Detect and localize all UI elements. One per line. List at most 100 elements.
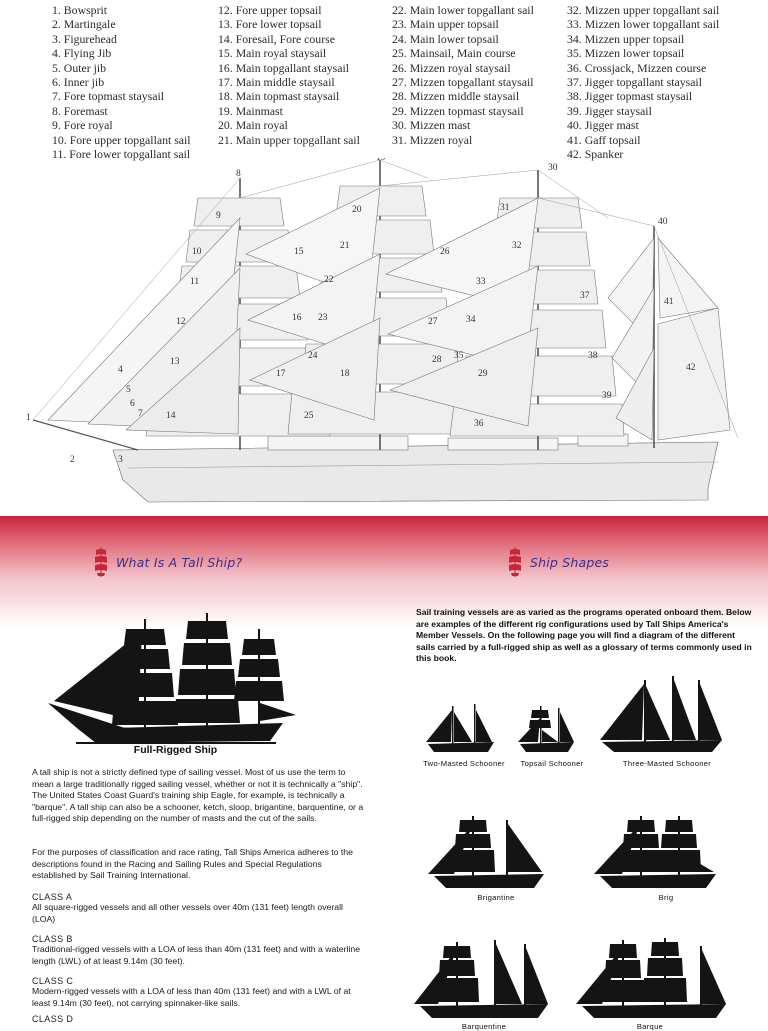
intro-page: What Is A Tall Ship? Ship Shapes: [0, 516, 768, 1031]
sail-number: 25: [304, 411, 314, 421]
sail-number: 21: [340, 241, 350, 251]
class-b-desc: Traditional-rigged vessels with a LOA of…: [32, 944, 361, 966]
legend-entry: 33. Mizzen lower topgallant sail: [567, 17, 720, 32]
intro-paragraph: A tall ship is not a strictly defined ty…: [32, 767, 364, 824]
sail-number: 8: [236, 169, 241, 179]
class-b-title: CLASS B: [32, 934, 73, 944]
sail-number: 41: [664, 297, 674, 307]
legend-entry: 41. Gaff topsail: [567, 132, 641, 147]
sail-number: 33: [476, 277, 486, 287]
legend-entry: 3. Figurehead: [52, 31, 117, 46]
legend-entry: 18. Main topmast staysail: [218, 89, 340, 104]
sail-number: 10: [192, 247, 202, 257]
section-heading-ship-shapes: Ship Shapes: [508, 547, 609, 577]
sail-number: 17: [276, 369, 286, 379]
legend-entry: 15. Main royal staysail: [218, 46, 327, 61]
legend-entry: 36. Crossjack, Mizzen course: [567, 60, 707, 75]
sail-number: 9: [216, 211, 221, 221]
legend-entry: 23. Main upper topsail: [392, 17, 499, 32]
legend-entry: 27. Mizzen topgallant staysail: [392, 75, 534, 90]
legend-entry: 29. Mizzen topmast staysail: [392, 103, 524, 118]
legend-entry: 5. Outer jib: [52, 60, 107, 75]
sail-number: 13: [170, 357, 180, 367]
legend-entry: 11. Fore lower topgallant sail: [52, 147, 191, 162]
legend-entry: 19. Mainmast: [218, 103, 283, 118]
class-c-desc: Modern-rigged vessels with a LOA of less…: [32, 986, 351, 1008]
sail-number: 26: [440, 247, 450, 257]
legend-entry: 42. Spanker: [567, 147, 624, 162]
heading-text: What Is A Tall Ship?: [116, 554, 243, 570]
barquentine-silhouette: [414, 940, 548, 1018]
sail-number: 6: [130, 399, 135, 409]
sail-number: 12: [176, 317, 186, 327]
sail-number: 32: [512, 241, 522, 251]
heading-text: Ship Shapes: [530, 554, 610, 570]
hero-caption: Full-Rigged Ship: [133, 744, 218, 756]
topsail-schooner-silhouette: [518, 706, 574, 752]
sail-number: 38: [588, 351, 598, 361]
barque-silhouette: [576, 938, 726, 1018]
legend-entry: 30. Mizzen mast: [392, 118, 471, 133]
legend-entry: 22. Main lower topgallant sail: [392, 3, 534, 17]
ship-label: Barque: [636, 1022, 664, 1031]
legend-entry: 10. Fore upper topgallant sail: [52, 132, 191, 147]
legend-entry: 25. Mainsail, Main course: [392, 46, 516, 61]
legend-entry: 26. Mizzen royal staysail: [392, 60, 511, 75]
class-c-title: CLASS C: [32, 976, 74, 986]
legend-entry: 39. Jigger staysail: [567, 103, 652, 118]
sail-number: 20: [352, 205, 362, 215]
sail-number: 4: [118, 365, 123, 375]
ship-label: Topsail Schooner: [520, 759, 584, 768]
sail-number: 39: [602, 391, 612, 401]
class-a-desc: All square-rigged vessels and all other …: [32, 902, 343, 924]
legend-entry: 1. Bowsprit: [52, 3, 108, 17]
sail-number: 14: [166, 411, 176, 421]
full-rigged-ship-silhouette: [48, 613, 296, 744]
sail-number: 29: [478, 369, 488, 379]
legend-entry: 35. Mizzen lower topsail: [567, 46, 685, 61]
legend-entry: 40. Jigger mast: [567, 118, 639, 133]
sail-number: 36: [474, 419, 484, 429]
sail-number: 40: [658, 217, 668, 227]
class-d-title: CLASS D: [32, 1014, 74, 1024]
brigantine-silhouette: [428, 816, 544, 888]
legend-entry: 20. Main royal: [218, 118, 288, 133]
sail-number: 5: [126, 385, 131, 395]
legend-entry: 8. Foremast: [52, 103, 108, 118]
sail-number: 31: [500, 203, 510, 213]
legend-entry: 12. Fore upper topsail: [218, 3, 322, 17]
three-masted-schooner-silhouette: [600, 676, 722, 752]
sail-number: 19: [376, 158, 386, 163]
legend-entry: 4. Flying Jib: [52, 46, 112, 61]
sail-number: 23: [318, 313, 328, 323]
section-heading-what-is-a-tall-ship: What Is A Tall Ship?: [94, 547, 242, 577]
ship-label: Barquentine: [461, 1022, 507, 1031]
sail-number: 7: [138, 409, 143, 419]
legend-entry: 16. Main topgallant staysail: [218, 60, 350, 75]
ship-label: Brig: [658, 893, 674, 902]
sail-number: 2: [70, 455, 75, 465]
legend-entry: 6. Inner jib: [52, 75, 105, 90]
sail-number: 16: [292, 313, 302, 323]
sail-number: 27: [428, 317, 438, 327]
sail-number: 28: [432, 355, 442, 365]
sail-number: 3: [118, 455, 123, 465]
ship-shapes-intro: Sail training vessels are as varied as t…: [416, 607, 752, 664]
legend-entry: 7. Fore topmast staysail: [52, 89, 165, 104]
sail-number: 11: [190, 277, 199, 287]
ship-label: Three-Masted Schooner: [622, 759, 712, 768]
ship-label: Brigantine: [477, 893, 515, 902]
sail-number: 22: [324, 275, 334, 285]
sail-number: 30: [548, 163, 558, 173]
sail-number: 35: [454, 351, 464, 361]
ship-label: Two-Masted Schooner: [423, 759, 505, 768]
legend-entry: 14. Foresail, Fore course: [218, 31, 335, 46]
legend-entry: 28. Mizzen middle staysail: [392, 89, 520, 104]
legend-entry: 9. Fore royal: [52, 118, 113, 133]
legend-entry: 21. Main upper topgallant sail: [218, 132, 360, 147]
